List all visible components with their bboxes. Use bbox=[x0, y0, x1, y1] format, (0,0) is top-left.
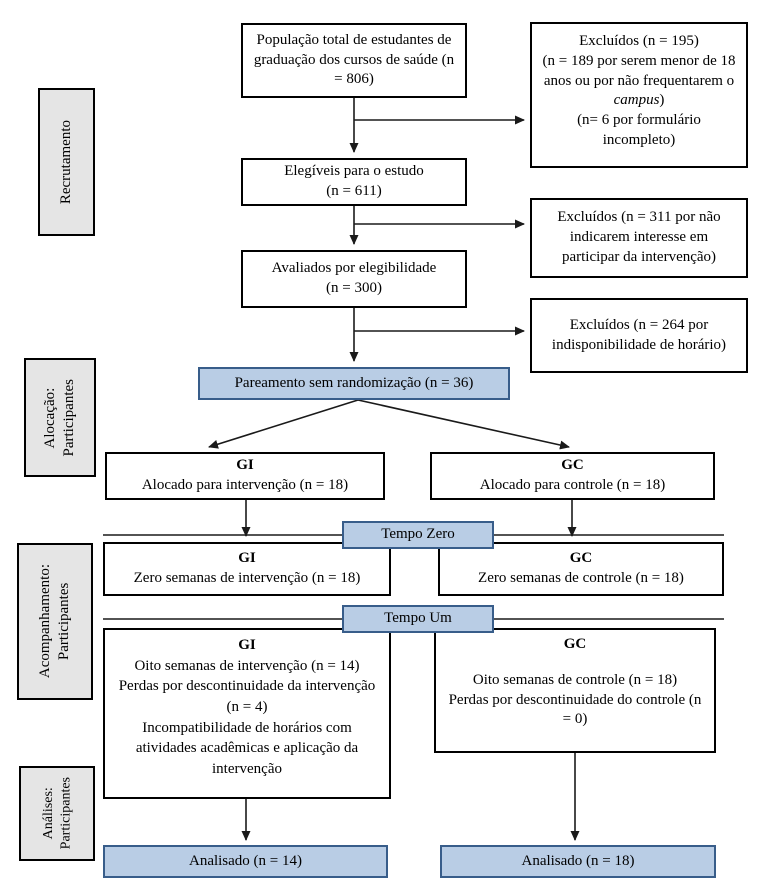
box-excluded-3: Excluídos (n = 264 por indisponibilidade… bbox=[530, 298, 748, 373]
box-excluded-2-text: Excluídos (n = 311 por não indicarem int… bbox=[557, 209, 721, 265]
box-gc-zero-weeks-header: GC bbox=[569, 550, 593, 567]
stage-label-recruitment: Recrutamento bbox=[38, 88, 95, 236]
box-gc-eight-weeks: GC Oito semanas de controle (n = 18) Per… bbox=[434, 628, 716, 753]
box-gc-allocated-body: Alocado para controle (n = 18) bbox=[479, 477, 666, 493]
box-gi-eight-weeks: GI Oito semanas de intervenção (n = 14) … bbox=[103, 628, 391, 799]
box-analyzed-gi: Analisado (n = 14) bbox=[103, 845, 388, 878]
box-excluded-1-line1: Excluídos (n = 195) bbox=[579, 33, 699, 49]
stage-label-analysis-line2: Participantes bbox=[58, 777, 73, 850]
box-tempo-zero: Tempo Zero bbox=[342, 521, 494, 549]
box-population-text: População total de estudantes de graduaç… bbox=[253, 31, 455, 88]
box-gi-zero-weeks: GI Zero semanas de intervenção (n = 18) bbox=[103, 542, 391, 596]
stage-label-followup-line1: Acompanhamento: bbox=[37, 564, 54, 679]
box-gi-eight-weeks-line2: Perdas por descontinuidade da intervençã… bbox=[118, 678, 376, 716]
box-excluded-2: Excluídos (n = 311 por não indicarem int… bbox=[530, 198, 748, 278]
box-gc-eight-weeks-line1: Oito semanas de controle (n = 18) bbox=[472, 671, 678, 688]
box-tempo-um-text: Tempo Um bbox=[384, 610, 452, 627]
box-gi-zero-weeks-body: Zero semanas de intervenção (n = 18) bbox=[133, 570, 361, 586]
stage-label-analysis-line1: Análises: bbox=[40, 787, 56, 840]
stage-label-followup-line2: Participantes bbox=[56, 582, 72, 661]
stage-label-allocation-line1: Alocação: bbox=[42, 387, 59, 448]
box-gc-eight-weeks-line2: Perdas por descontinuidade do controle (… bbox=[448, 691, 702, 728]
stage-label-recruitment-text: Recrutamento bbox=[58, 119, 75, 205]
stage-label-allocation-line2: Participantes bbox=[61, 378, 77, 457]
box-pairing-text: Pareamento sem randomização (n = 36) bbox=[234, 374, 474, 391]
box-excluded-1-line3: (n= 6 por formulário incompleto) bbox=[577, 112, 701, 148]
box-gc-eight-weeks-header: GC bbox=[563, 636, 587, 652]
box-eligible-line2: (n = 611) bbox=[326, 183, 382, 199]
box-analyzed-gc: Analisado (n = 18) bbox=[440, 845, 716, 878]
box-eligible-line1: Elegíveis para o estudo bbox=[284, 163, 424, 180]
box-eligible: Elegíveis para o estudo (n = 611) bbox=[241, 158, 467, 206]
box-population: População total de estudantes de graduaç… bbox=[241, 23, 467, 98]
box-gc-zero-weeks-body: Zero semanas de controle (n = 18) bbox=[478, 570, 684, 586]
box-analyzed-gc-text: Analisado (n = 18) bbox=[521, 852, 635, 869]
box-gi-allocated-body: Alocado para intervenção (n = 18) bbox=[141, 477, 349, 493]
box-gi-eight-weeks-line1: Oito semanas de intervenção (n = 14) bbox=[134, 657, 360, 674]
box-assessed-line1: Avaliados por elegibilidade bbox=[271, 260, 437, 277]
box-assessed-line2: (n = 300) bbox=[326, 280, 382, 296]
campus-italic: campus bbox=[613, 92, 660, 109]
box-tempo-zero-text: Tempo Zero bbox=[381, 526, 455, 543]
box-assessed: Avaliados por elegibilidade (n = 300) bbox=[241, 250, 467, 308]
box-gc-allocated-header: GC bbox=[561, 457, 584, 474]
stage-label-allocation: Alocação: Participantes bbox=[24, 358, 96, 477]
box-gi-eight-weeks-line3: Incompatibilidade de horários com ativid… bbox=[135, 719, 359, 778]
box-gi-eight-weeks-header: GI bbox=[238, 637, 256, 653]
box-gc-allocated: GC Alocado para controle (n = 18) bbox=[430, 452, 715, 500]
box-gc-zero-weeks: GC Zero semanas de controle (n = 18) bbox=[438, 542, 724, 596]
box-pairing: Pareamento sem randomização (n = 36) bbox=[198, 367, 510, 400]
box-excluded-3-text: Excluídos (n = 264 por indisponibilidade… bbox=[551, 316, 727, 353]
box-excluded-1: Excluídos (n = 195) (n = 189 por serem m… bbox=[530, 22, 748, 168]
box-gi-allocated-header: GI bbox=[236, 457, 254, 474]
box-excluded-1-line2: (n = 189 por serem menor de 18 anos ou p… bbox=[542, 52, 736, 109]
box-tempo-um: Tempo Um bbox=[342, 605, 494, 633]
stage-label-analysis: Análises: Participantes bbox=[19, 766, 95, 861]
box-gi-zero-weeks-header: GI bbox=[238, 550, 256, 567]
box-analyzed-gi-text: Analisado (n = 14) bbox=[188, 852, 303, 869]
stage-label-followup: Acompanhamento: Participantes bbox=[17, 543, 93, 700]
box-gi-allocated: GI Alocado para intervenção (n = 18) bbox=[105, 452, 385, 500]
